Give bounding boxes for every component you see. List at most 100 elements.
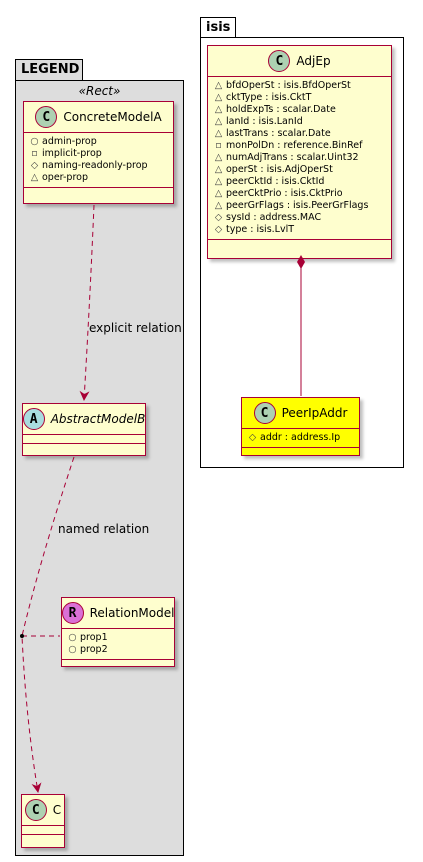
- visibility-icon: △: [214, 164, 223, 175]
- attribute-row: △numAdjTrans : scalar.Uint32: [213, 152, 386, 164]
- class-c-icon: C: [24, 799, 47, 821]
- attribute-row: ▫ implicit-prop: [29, 148, 168, 160]
- attribute-text: admin-prop: [42, 136, 97, 147]
- attribute-row: ◇type : isis.LvlT: [213, 224, 386, 236]
- attribute-row: △holdExpTs : scalar.Date: [213, 104, 386, 116]
- class-name: AbstractModelB: [50, 412, 146, 426]
- class-name: ConcreteModelA: [63, 110, 162, 124]
- attribute-list: ◇addr : address.Ip: [242, 429, 359, 447]
- visibility-icon: △: [214, 200, 223, 211]
- explicit-relation-edge: [79, 204, 95, 401]
- visibility-icon: △: [214, 104, 223, 115]
- attribute-text: lastTrans : scalar.Date: [226, 128, 331, 139]
- attribute-text: peerGrFlags : isis.PeerGrFlags: [226, 200, 369, 211]
- class-name: C: [52, 803, 62, 817]
- visibility-icon: △: [214, 176, 223, 187]
- class-peeripaddr[interactable]: C PeerIpAddr ◇addr : address.Ip: [241, 397, 360, 456]
- class-header: R RelationModel: [61, 598, 175, 628]
- legend-package-tab: LEGEND: [15, 59, 83, 80]
- visibility-icon: ◇: [30, 160, 39, 171]
- visibility-icon: ◇: [248, 432, 257, 443]
- legend-stereotype: «Rect»: [78, 84, 121, 98]
- visibility-icon: △: [214, 92, 223, 103]
- class-name: PeerIpAddr: [281, 406, 348, 420]
- visibility-icon: ▫: [31, 148, 38, 159]
- class-header: C AdjEp: [208, 46, 391, 76]
- attribute-text: holdExpTs : scalar.Date: [226, 104, 336, 115]
- attribute-row: ◇naming-readonly-prop: [29, 160, 168, 172]
- class-abstractmodelb[interactable]: A AbstractModelB: [22, 403, 146, 456]
- visibility-icon: ◇: [214, 224, 223, 235]
- attribute-text: addr : address.Ip: [260, 432, 341, 443]
- class-a-icon: A: [22, 408, 45, 430]
- attribute-row: ○admin-prop: [29, 136, 168, 148]
- class-c-icon: C: [35, 106, 58, 128]
- attribute-text: peerCktPrio : isis.CktPrio: [226, 188, 343, 199]
- named-relation-label: named relation: [58, 522, 150, 536]
- visibility-icon: △: [214, 128, 223, 139]
- attribute-row: ▫ monPolDn : reference.BinRef: [213, 140, 386, 152]
- attribute-text: prop2: [80, 644, 108, 655]
- attribute-text: numAdjTrans : scalar.Uint32: [226, 152, 359, 163]
- visibility-icon: ▫: [215, 140, 222, 151]
- attribute-text: monPolDn : reference.BinRef: [226, 140, 363, 151]
- attribute-row: △bfdOperSt : isis.BfdOperSt: [213, 80, 386, 92]
- attribute-text: prop1: [80, 632, 108, 643]
- class-concretemodela[interactable]: C ConcreteModelA ○admin-prop▫implicit-pr…: [23, 101, 174, 204]
- visibility-icon: △: [214, 80, 223, 91]
- legend-package-label: LEGEND: [21, 62, 80, 77]
- attribute-row: △operSt : isis.AdjOperSt: [213, 164, 386, 176]
- class-name: AdjEp: [296, 54, 331, 68]
- explicit-relation-label: explicit relation: [89, 321, 182, 335]
- class-header: C C: [22, 795, 64, 825]
- attribute-text: implicit-prop: [42, 148, 102, 159]
- visibility-icon: △: [30, 172, 39, 183]
- attribute-text: lanId : isis.LanId: [226, 116, 303, 127]
- class-relationmodel[interactable]: R RelationModel ○prop1○prop2: [61, 597, 175, 667]
- attribute-text: operSt : isis.AdjOperSt: [226, 164, 333, 175]
- named-relation-edge: [21, 456, 75, 793]
- legend-package: [15, 80, 184, 856]
- attribute-row: △peerGrFlags : isis.PeerGrFlags: [213, 200, 386, 212]
- class-header: A AbstractModelB: [22, 404, 146, 434]
- attribute-text: sysId : address.MAC: [226, 212, 322, 223]
- attribute-text: bfdOperSt : isis.BfdOperSt: [226, 80, 351, 91]
- attribute-row: △peerCktId : isis.CktId: [213, 176, 386, 188]
- attribute-row: △oper-prop: [29, 172, 168, 184]
- attribute-text: type : isis.LvlT: [226, 224, 295, 235]
- visibility-icon: △: [214, 152, 223, 163]
- attribute-text: peerCktId : isis.CktId: [226, 176, 325, 187]
- composition-diamond-icon: [297, 255, 305, 269]
- attribute-row: △lastTrans : scalar.Date: [213, 128, 386, 140]
- isis-package-label: isis: [206, 20, 231, 35]
- visibility-icon: △: [214, 116, 223, 127]
- class-header: C ConcreteModelA: [24, 102, 173, 132]
- attribute-row: △lanId : isis.LanId: [213, 116, 386, 128]
- attribute-text: oper-prop: [42, 172, 88, 183]
- junction-dot: [20, 634, 24, 638]
- attribute-list: ○admin-prop▫implicit-prop◇naming-readonl…: [24, 133, 173, 187]
- visibility-icon: △: [214, 188, 223, 199]
- visibility-icon: ○: [68, 632, 77, 643]
- attribute-row: ○prop2: [67, 644, 169, 656]
- visibility-icon: ◇: [214, 212, 223, 223]
- attribute-row: △cktType : isis.CktT: [213, 92, 386, 104]
- attribute-row: ◇addr : address.Ip: [247, 432, 354, 444]
- attribute-list: △bfdOperSt : isis.BfdOperSt△cktType : is…: [208, 77, 391, 239]
- visibility-icon: ○: [68, 644, 77, 655]
- attribute-row: △peerCktPrio : isis.CktPrio: [213, 188, 386, 200]
- attribute-text: cktType : isis.CktT: [226, 92, 312, 103]
- class-c-icon: C: [253, 402, 276, 424]
- attribute-list: ○prop1○prop2: [62, 629, 174, 659]
- class-c[interactable]: C C: [21, 794, 65, 848]
- attribute-row: ○prop1: [67, 632, 169, 644]
- class-c-icon: C: [268, 50, 291, 72]
- attribute-text: naming-readonly-prop: [42, 160, 148, 171]
- class-r-icon: R: [61, 602, 84, 624]
- class-header: C PeerIpAddr: [242, 398, 359, 428]
- class-name: RelationModel: [89, 606, 175, 620]
- visibility-icon: ○: [30, 136, 39, 147]
- attribute-row: ◇sysId : address.MAC: [213, 212, 386, 224]
- isis-package-tab: isis: [200, 17, 236, 37]
